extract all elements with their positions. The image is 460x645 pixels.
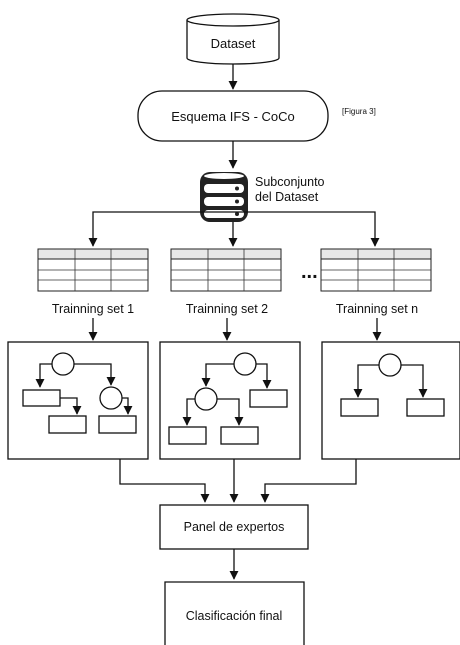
decision-tree-panel-2 [159, 341, 301, 460]
training-set-label-1: Trainning set 1 [52, 302, 134, 316]
training-table-n [320, 248, 432, 292]
dataset-label: Dataset [211, 36, 256, 51]
panel-expertos-label: Panel de expertos [184, 520, 285, 534]
figura-reference: [Figura 3] [342, 107, 376, 116]
ellipsis-text: ... [301, 261, 318, 283]
training-set-label-n: Trainning set n [336, 302, 418, 316]
training-set-label-2: Trainning set 2 [186, 302, 268, 316]
training-table-1 [37, 248, 149, 292]
clasificacion-final-label: Clasificación final [186, 609, 283, 623]
decision-tree-panel-n [321, 341, 460, 460]
database-icon [200, 172, 248, 222]
clasificacion-final-node: Clasificación final [164, 581, 305, 645]
arrow-tree1-to-panel [119, 459, 210, 503]
esquema-label: Esquema IFS - CoCo [171, 109, 295, 124]
split-connector [92, 211, 376, 245]
arrow-treen-to-panel [260, 459, 357, 503]
subconjunto-label-line2: del Dataset [255, 190, 319, 204]
decision-tree-panel-1 [7, 341, 149, 460]
training-table-2 [170, 248, 282, 292]
dataset-node: Dataset [186, 13, 280, 65]
esquema-node: Esquema IFS - CoCo [137, 90, 329, 142]
subconjunto-label-line1: Subconjunto [255, 175, 325, 189]
panel-expertos-node: Panel de expertos [159, 504, 309, 550]
